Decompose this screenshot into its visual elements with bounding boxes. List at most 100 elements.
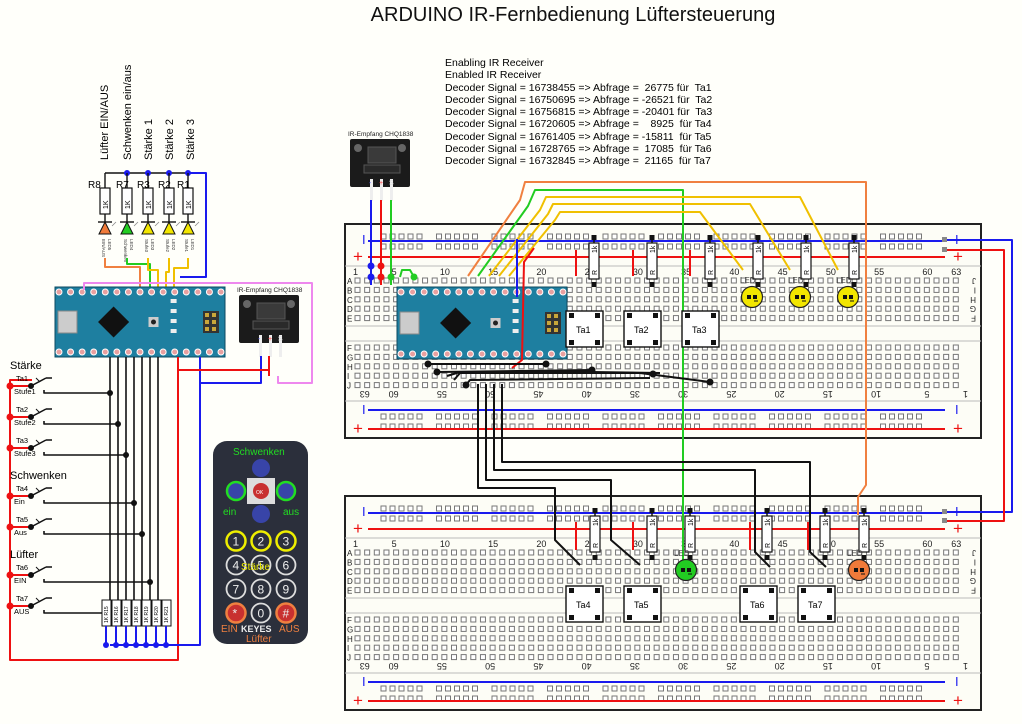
resistor-value: 1k: [823, 518, 830, 526]
breadboard-hole: [730, 644, 737, 651]
breadboard-hole: [518, 413, 525, 420]
breadboard-hole: [663, 558, 670, 565]
breadboard-hole: [537, 616, 544, 623]
breadboard-hole: [373, 577, 380, 584]
breadboard-hole: [380, 413, 387, 420]
breadboard-hole: [364, 568, 371, 575]
breadboard-hole: [451, 382, 457, 389]
button-output-wire: [43, 452, 126, 456]
remote-key-label: 4: [233, 559, 240, 573]
breadboard-hole: [750, 558, 757, 565]
breadboard-hole: [788, 568, 795, 575]
led-pin: [854, 568, 858, 572]
breadboard-hole: [769, 344, 776, 351]
arduino-board: [396, 286, 568, 360]
breadboard-hole: [856, 382, 863, 389]
junction-dot: [6, 413, 14, 421]
breadboard-hole: [730, 635, 737, 642]
breadboard-hole: [624, 277, 631, 284]
breadboard-hole: [615, 286, 622, 293]
breadboard-hole: [653, 577, 660, 584]
pushbutton-pin: [653, 588, 658, 593]
breadboard-hole: [933, 372, 940, 379]
breadboard-hole: [644, 568, 650, 575]
column-number: 30: [633, 539, 643, 549]
breadboard-hole: [547, 515, 553, 522]
breadboard-hole: [509, 233, 516, 240]
button-sublabel: EIN: [14, 576, 27, 585]
breadboard-hole: [904, 644, 911, 651]
breadboard-hole: [576, 644, 583, 651]
rail-minus-sign: I: [362, 402, 366, 417]
breadboard-hole: [817, 296, 824, 303]
breadboard-hole: [412, 382, 419, 389]
breadboard-hole: [837, 372, 843, 379]
switch-actuator: [35, 597, 41, 603]
resistor-designator: R1: [177, 180, 190, 191]
breadboard-hole: [422, 625, 429, 632]
breadboard-hole: [692, 363, 699, 370]
breadboard-hole: [750, 382, 757, 389]
row-letter: B: [347, 286, 352, 295]
breadboard-hole: [672, 577, 679, 584]
breadboard-hole: [653, 635, 660, 642]
breadboard-hole: [638, 685, 645, 692]
breadboard-hole: [518, 616, 525, 623]
ir-module-pin: [390, 179, 393, 201]
breadboard-hole: [658, 515, 664, 522]
led-bottom-luefter: LED: [847, 549, 871, 582]
row-letter: H: [970, 295, 976, 304]
breadboard-hole: [537, 382, 544, 389]
rail-plus-sign: +: [353, 691, 363, 710]
breadboard-hole: [672, 587, 679, 594]
breadboard-hole: [615, 635, 622, 642]
breadboard-hole: [566, 382, 573, 389]
breadboard-hole: [769, 382, 776, 389]
breadboard-hole: [788, 372, 795, 379]
breadboard-hole: [422, 382, 429, 389]
breadboard-hole: [779, 372, 786, 379]
breadboard-hole: [759, 654, 766, 661]
breadboard-hole: [798, 344, 805, 351]
breadboard-hole: [779, 305, 786, 312]
ir-module-pin: [259, 335, 262, 357]
row-letter: F: [347, 344, 352, 353]
breadboard-hole: [885, 344, 892, 351]
pushbutton-ta4: Ta4: [565, 585, 604, 623]
column-number-flipped: 50: [485, 389, 495, 399]
breadboard-hole: [620, 515, 627, 522]
breadboard-hole: [779, 577, 786, 584]
breadboard-hole: [624, 296, 631, 303]
breadboard-hole: [952, 577, 959, 584]
breadboard-hole: [556, 243, 562, 250]
breadboard-hole: [787, 243, 793, 250]
column-number-flipped: 1: [963, 661, 968, 671]
breadboard-hole: [837, 568, 843, 575]
breadboard-hole: [451, 587, 457, 594]
breadboard-hole: [479, 644, 486, 651]
breadboard-hole: [779, 363, 786, 370]
breadboard-hole: [851, 685, 858, 692]
breadboard-hole: [583, 413, 589, 420]
breadboard-hole: [798, 635, 805, 642]
breadboard-hole: [952, 372, 959, 379]
resistor-lead: [649, 282, 655, 287]
serial-line: Decoder Signal = 16732845 => Abfrage = 2…: [445, 155, 711, 168]
breadboard-hole: [740, 635, 747, 642]
breadboard-hole: [943, 625, 950, 632]
smd-led: [512, 299, 519, 303]
reset-button-cap: [151, 319, 156, 325]
resistor-lead: [591, 282, 597, 287]
breadboard-hole: [500, 243, 507, 250]
breadboard-hole: [672, 286, 679, 293]
breadboard-hole: [827, 644, 834, 651]
resistor-body: [646, 242, 658, 280]
breadboard-hole: [634, 577, 641, 584]
breadboard-hole: [364, 644, 371, 651]
arduino-pin: [148, 288, 156, 296]
breadboard-hole: [778, 515, 784, 522]
breadboard-hole: [837, 363, 843, 370]
breadboard-hole: [750, 654, 757, 661]
led-body: [740, 285, 764, 309]
breadboard-hole: [952, 558, 959, 565]
